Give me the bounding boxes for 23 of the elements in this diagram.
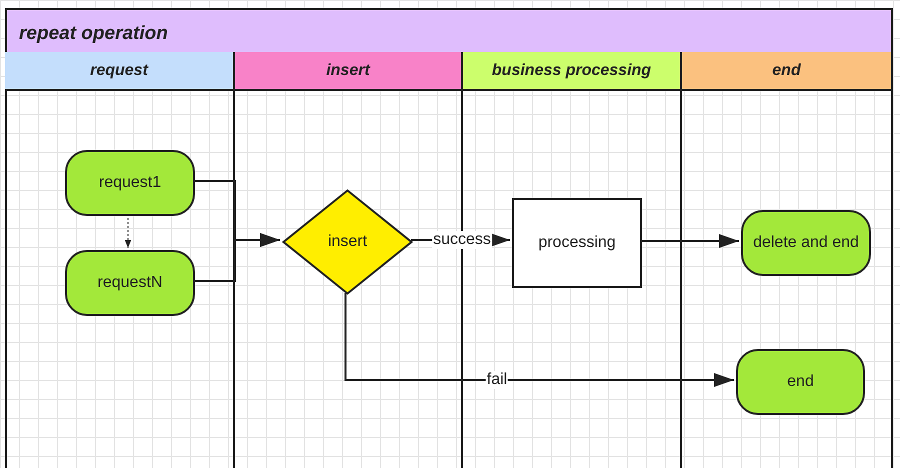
lane-title: end: [772, 60, 801, 80]
arrow: [640, 234, 739, 248]
lane-title: insert: [326, 60, 370, 80]
node-label: processing: [538, 233, 616, 253]
node-label: insert: [328, 233, 368, 250]
lane-title: request: [90, 60, 148, 80]
node-label: end: [787, 372, 814, 392]
swimlane: [5, 52, 235, 468]
node-label: delete and end: [753, 233, 859, 253]
terminal-box: [65, 250, 195, 316]
arrow: [193, 233, 280, 282]
terminal-box: [736, 349, 865, 415]
process-box: [512, 198, 642, 288]
arrow: [344, 293, 734, 387]
edge-label: fail: [486, 371, 508, 389]
terminal-box: [65, 150, 195, 216]
edge-label: success: [432, 231, 492, 249]
node-label: request1: [98, 173, 162, 193]
lane-title: business processing: [492, 60, 652, 80]
pool-title: repeat operation: [19, 22, 168, 46]
terminal-box: [741, 210, 871, 276]
node-label: requestN: [98, 273, 162, 293]
swimlane-pool: [5, 8, 893, 468]
